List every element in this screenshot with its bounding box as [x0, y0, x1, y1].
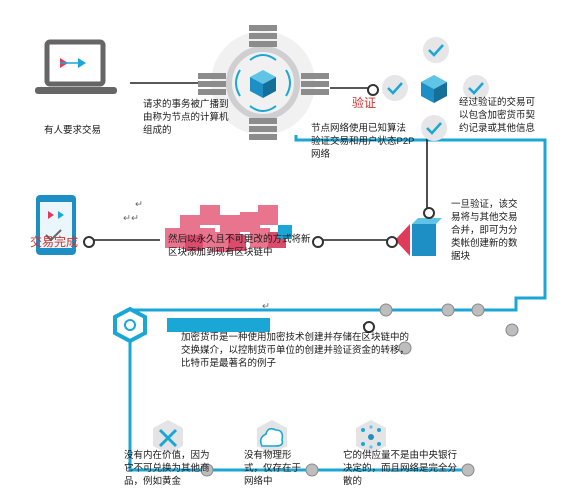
server-icon-bottom: [249, 118, 277, 140]
crypto-highlight-bar: [167, 318, 270, 332]
label-supply: 它的供应量不是由中央银行决定的，而且网络是完全分散的: [343, 450, 458, 487]
return-mark-3: ↵: [262, 301, 270, 312]
no-physical-icon: [257, 420, 287, 454]
blockchain-cubes-icon: [165, 205, 292, 252]
connector-dot-merge: [423, 207, 435, 219]
p2p-network-node: [211, 31, 315, 135]
return-mark-1: ↵: [135, 199, 143, 210]
laptop-icon: [35, 39, 117, 94]
server-icon-left: [198, 73, 226, 95]
label-user-request: 有人要求交易: [44, 125, 102, 136]
label-no-physical: 没有物理形式，仅存在于网络中: [244, 450, 302, 487]
server-icon-right: [301, 73, 329, 95]
cyan-flow-path: [128, 135, 547, 472]
label-verified-tx: 经过验证的交易可以包含加密货币契约记录或其他信息: [459, 97, 536, 134]
decentralized-icon: [356, 420, 386, 454]
verified-cube-icon: [421, 75, 447, 103]
label-verify: 验证: [352, 96, 377, 110]
label-network-validate: 节点网络使用已知算法验证交易和用户状态P2P 网络: [311, 123, 415, 160]
black-connectors: [92, 82, 428, 326]
return-mark-2: ↵↵: [123, 213, 139, 224]
connector-dot-block: [386, 236, 398, 248]
label-no-value: 没有内在价值，因为它不可兑换为其他商品，例如黄金: [124, 450, 210, 487]
new-block-icon: [395, 218, 442, 256]
label-merge-block: 一旦验证，该交易将与其他交易合并，即可为分类帐创建新的数据块: [451, 199, 518, 262]
path-dots: [200, 303, 519, 477]
connector-dot-verify: [367, 84, 379, 96]
phone-icon: [36, 195, 76, 255]
no-value-icon: [153, 420, 183, 454]
label-crypto-def: 加密货币是一种使用加密技术创建并存储在区块链中的交换媒介，以控制货币单位的创建并…: [181, 332, 410, 369]
connector-dot-phone: [83, 236, 95, 248]
check-icons: [382, 37, 489, 141]
hex-node-icon: [113, 306, 147, 344]
label-broadcast: 请求的事务被广播到由称为节点的计算机组成的: [143, 99, 229, 136]
label-tx-complete: 交易完成: [30, 235, 79, 249]
connector-dot-chain: [312, 236, 324, 248]
server-icon-top: [249, 25, 277, 47]
connector-dot-crypto: [363, 321, 375, 333]
label-add-chain: 然后以永久且不可更改的方式将新区块添加到现有区块链中: [168, 234, 311, 258]
